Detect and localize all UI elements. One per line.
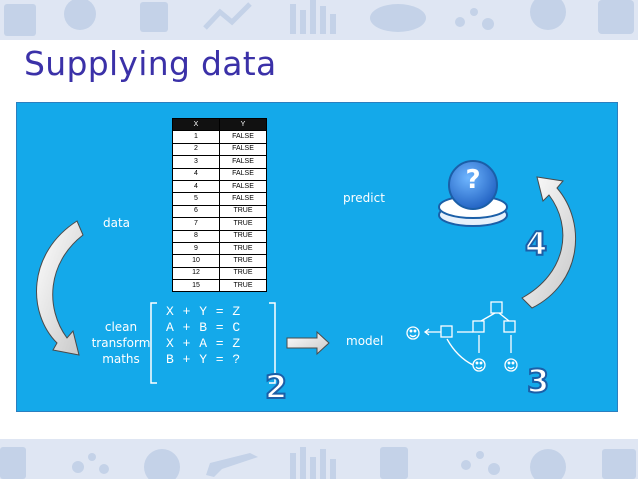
clean-label: clean [104,320,138,334]
pie-chart-icon [530,0,566,30]
x-value-cell: 6 [172,204,220,219]
transform-label: transform [91,336,151,350]
briefcase-icon [598,0,634,34]
trend-line-icon [203,2,252,30]
matrix-bracket-left-icon [150,302,157,384]
smiley-face-icon [504,358,518,372]
smiley-face-icon [472,358,486,372]
y-value-cell: FALSE [219,179,267,194]
y-value-cell: FALSE [219,155,267,169]
curved-arrow-up-icon [521,176,577,309]
equation-row: X + A = Z [166,336,241,351]
model-label: model [346,334,384,348]
tablet-icon [602,449,636,479]
top-icon-banner [0,0,638,40]
airplane-icon [206,453,258,477]
step-number-2: 2 [264,368,288,406]
equation-row: A + B = C [166,320,241,335]
model-diagram-icon [423,301,516,366]
y-value-cell: TRUE [219,266,267,281]
scatter-dots-icon [461,460,471,470]
y-value-cell: TRUE [219,204,267,219]
y-value-cell: TRUE [219,279,267,293]
y-value-cell: FALSE [219,142,267,157]
cloud-icon [370,4,426,32]
curved-arrow-down-icon [36,220,84,356]
bar-chart-icon [290,453,296,479]
column-header-y: Y [219,117,267,132]
y-value-cell: FALSE [219,130,267,144]
clean-transform-maths-label: clean transform maths [89,319,153,367]
slide-title: Supplying data [24,44,277,83]
scatter-dots-icon [72,461,84,473]
bar-chart-icon [290,4,296,34]
equation-matrix: X + Y = Z A + B = C X + A = Z B + Y = ? [166,304,262,368]
scatter-dots-icon [455,17,465,27]
step-number-4: 4 [524,225,548,263]
tablet-icon [140,2,168,32]
question-mark-icon: ? [465,165,481,195]
clipboard-icon [380,447,408,479]
y-value-cell: FALSE [219,192,267,206]
y-value-cell: TRUE [219,229,267,243]
equation-row: X + Y = Z [166,304,241,319]
matrix-bracket-right-icon [269,302,276,384]
y-value-cell: TRUE [219,241,267,256]
phone-tile-icon [0,447,26,479]
x-value-cell: 3 [172,155,220,169]
predict-label: predict [343,191,385,205]
pie-chart-icon [144,449,180,479]
crystal-ball-icon [438,160,508,227]
x-value-cell: 7 [172,217,220,231]
maths-label: maths [102,352,140,366]
column-header-x: X [172,117,220,132]
data-label: data [103,216,131,230]
pie-chart-icon [530,449,566,479]
phone-tile-icon [4,4,36,36]
smiley-face-icon [406,326,420,340]
right-arrow-icon [286,330,330,356]
y-value-cell: FALSE [219,167,267,181]
equation-row: B + Y = ? [166,352,241,367]
x-value-cell: 4 [172,167,220,181]
content-panel: data predict model clean transform maths… [16,102,618,412]
step-number-3: 3 [526,362,550,400]
y-value-cell: TRUE [219,217,267,231]
pie-chart-icon [64,0,96,30]
bottom-icon-banner [0,439,638,479]
